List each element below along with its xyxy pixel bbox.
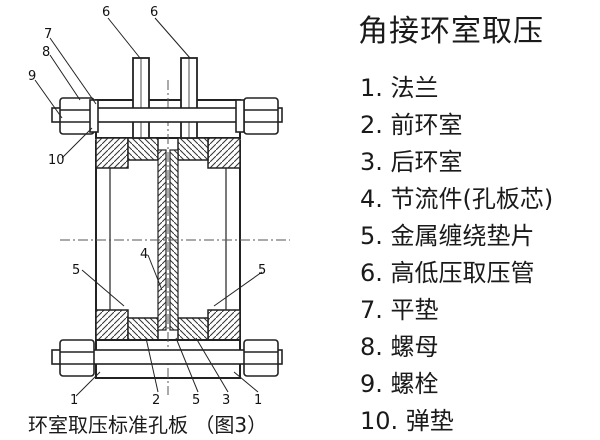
callout-4: 4 (140, 247, 148, 262)
legend-item: 7. 平垫 (360, 296, 439, 324)
legend-item: 9. 螺栓 (360, 370, 439, 398)
callout-6a: 6 (102, 5, 110, 20)
legend-item: 1. 法兰 (360, 74, 439, 102)
callout-7: 7 (44, 27, 52, 42)
callout-3: 3 (222, 393, 230, 408)
legend-item: 6. 高低压取压管 (360, 259, 535, 287)
top-bolts (51, 97, 283, 135)
callout-9: 9 (28, 69, 36, 84)
callout-1-left: 1 (70, 393, 78, 408)
callout-6b: 6 (150, 5, 158, 20)
legend-item: 2. 前环室 (360, 111, 463, 139)
legend-item: 5. 金属缠绕垫片 (360, 222, 535, 250)
legend-item: 3. 后环室 (360, 148, 463, 176)
callout-1-right: 1 (254, 393, 262, 408)
callout-5-bottom: 5 (192, 393, 200, 408)
callout-5-right: 5 (258, 263, 266, 278)
callout-2: 2 (152, 393, 160, 408)
legend-item: 10. 弹垫 (360, 407, 454, 435)
callout-10: 10 (48, 153, 65, 168)
page-title: 角接环室取压 (358, 14, 544, 49)
legend-item: 8. 螺母 (360, 333, 439, 361)
callout-5-left: 5 (72, 263, 80, 278)
parts-legend: 1. 法兰 2. 前环室 3. 后环室 4. 节流件(孔板芯) 5. 金属缠绕垫… (360, 70, 553, 440)
leader-lines (34, 17, 263, 397)
callout-8: 8 (42, 45, 50, 60)
bottom-bolts (51, 339, 283, 377)
figure-caption: 环室取压标准孔板 （图3） (28, 413, 268, 437)
orifice-plate (60, 80, 290, 395)
legend-item: 4. 节流件(孔板芯) (360, 185, 554, 213)
callout-labels: 6 6 7 8 9 10 5 5 4 1 2 5 3 1 (28, 5, 266, 408)
